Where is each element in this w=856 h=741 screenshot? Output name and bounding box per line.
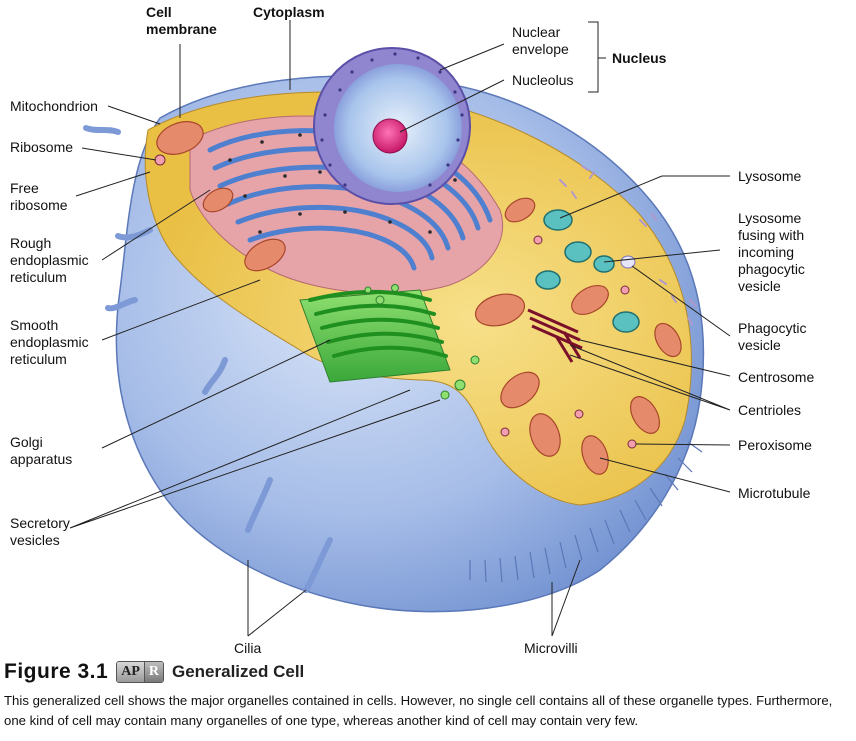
nuclear-pores: [320, 52, 464, 187]
label-smooth-er: Smooth endoplasmic reticulum: [10, 317, 89, 367]
secretory-vesicles: [364, 284, 480, 400]
leader-lines: [69, 20, 731, 637]
label-lysosome: Lysosome: [738, 168, 802, 184]
label-cytoplasm: Cytoplasm: [253, 4, 325, 20]
label-mitochondrion: Mitochondrion: [10, 98, 98, 114]
nucleolus: [372, 118, 408, 154]
figure-caption-title: Figure 3.1 AP R Generalized Cell: [4, 660, 304, 684]
apr-badge: AP R: [116, 661, 164, 683]
label-cell-membrane: Cell membrane: [146, 4, 217, 37]
label-secretory-vesicles: Secretory vesicles: [10, 515, 70, 548]
label-nucleus: Nucleus: [612, 50, 667, 66]
microvilli: [469, 441, 703, 583]
mitochondria: [156, 121, 682, 475]
golgi-apparatus: [299, 289, 451, 383]
label-microvilli: Microvilli: [524, 640, 578, 656]
lysosomes: [535, 209, 640, 333]
label-nuclear-envelope: Nuclear envelope: [512, 24, 569, 57]
cilia: [83, 125, 333, 593]
label-ribosome: Ribosome: [10, 139, 74, 155]
figure-number: Figure 3.1: [4, 660, 109, 683]
apr-badge-left: AP: [117, 662, 144, 682]
centrioles: [527, 308, 583, 363]
label-free-ribosome: Free ribosome: [10, 180, 68, 213]
figure-title: Generalized Cell: [172, 662, 305, 681]
label-peroxisome: Peroxisome: [738, 437, 812, 453]
label-cilia: Cilia: [234, 640, 262, 656]
apr-badge-right: R: [143, 662, 163, 682]
label-rough-er: Rough endoplasmic reticulum: [10, 235, 89, 285]
label-centrioles: Centrioles: [738, 402, 802, 418]
label-centrosome: Centrosome: [738, 369, 815, 385]
label-golgi: Golgi apparatus: [10, 434, 73, 467]
label-microtubule: Microtubule: [738, 485, 811, 501]
peroxisomes: [154, 154, 637, 449]
label-lysosome-fusing: Lysosome fusing with incoming phagocytic…: [738, 210, 805, 294]
particles: [559, 165, 697, 325]
label-nucleolus: Nucleolus: [512, 72, 574, 88]
label-phagocytic-vesicle: Phagocytic vesicle: [738, 320, 807, 353]
figure-caption-body: This generalized cell shows the major or…: [4, 693, 833, 728]
